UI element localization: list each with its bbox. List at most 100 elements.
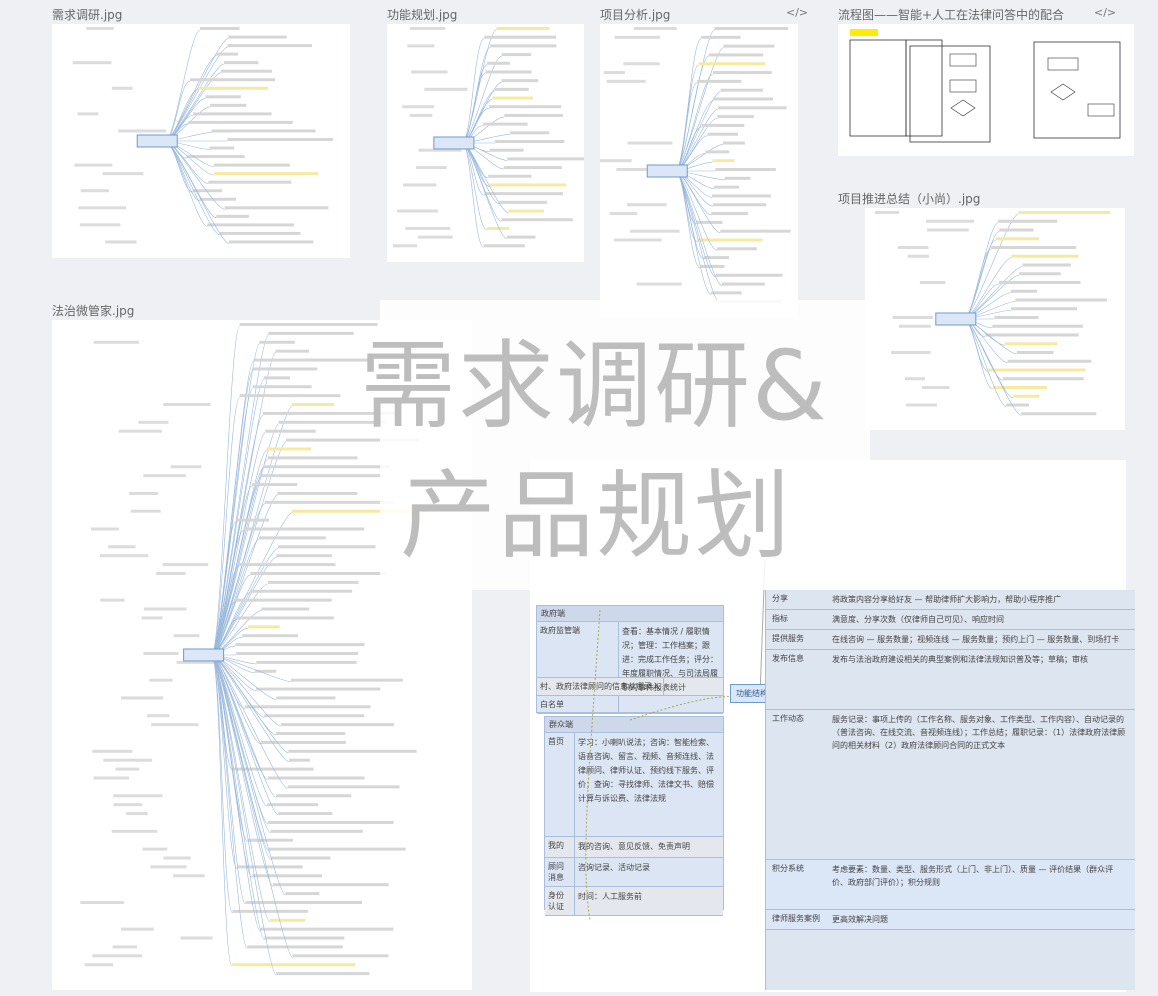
card-title-flowchart[interactable]: 流程图——智能+人工在法律问答中的配合 (838, 8, 1065, 22)
branch-node (1011, 254, 1079, 258)
branch-node (508, 209, 544, 213)
branch-line (165, 140, 217, 219)
branch-node (291, 403, 335, 407)
branch-node (270, 829, 363, 833)
mindmap-thumbnail-research[interactable] (52, 24, 350, 258)
branch-node (262, 411, 396, 415)
branch-node (710, 291, 742, 295)
branch-node (118, 429, 162, 433)
mindmap-thumbnail-project-analysis[interactable] (600, 24, 798, 318)
code-view-icon[interactable]: </> (786, 6, 809, 19)
public-panel: 群众端 首页学习：小喇叭说法；咨询：智能检索、语音咨询、留言、视频、音频连线、法… (544, 716, 724, 916)
branch-node (232, 963, 356, 967)
branch-node (1007, 359, 1092, 363)
branch-node (707, 132, 738, 136)
branch-node (922, 386, 950, 389)
branch-node (77, 112, 99, 116)
branch-node (721, 282, 765, 286)
card-title-function-plan[interactable]: 功能规划.jpg (387, 8, 458, 22)
branch-node (616, 168, 651, 171)
mindmap-thumbnail-progress-summary[interactable] (865, 208, 1125, 430)
branch-node (149, 678, 173, 682)
branch-node (143, 607, 187, 611)
branch-node (636, 282, 682, 286)
branch-line (211, 654, 279, 816)
branch-node (418, 148, 462, 152)
branch-node (232, 909, 308, 913)
branch-node (216, 52, 239, 56)
flowchart-diagram (849, 29, 1121, 143)
branch-node (102, 172, 144, 176)
branch-node (237, 865, 303, 869)
branch-node (130, 509, 161, 513)
branch-node (712, 203, 767, 207)
card-title-research[interactable]: 需求调研.jpg (52, 8, 123, 22)
gov-panel: 政府端 政府监管端查看：基本情况 / 履职情况；管理：工作档案；跟进：完成工作任… (536, 605, 724, 714)
branch-node (998, 219, 1058, 223)
branch-node (208, 180, 292, 184)
branch-node (243, 527, 365, 531)
branch-node (138, 420, 169, 424)
branch-node (627, 141, 673, 145)
card-title-progress-summary[interactable]: 项目推进总结（小尚）.jpg (838, 192, 981, 206)
branch-node (162, 563, 209, 567)
branch-node (402, 105, 435, 109)
code-view-icon[interactable]: </> (1094, 6, 1117, 19)
branch-node (712, 159, 735, 163)
branch-node (263, 465, 390, 469)
branch-node (247, 838, 293, 842)
card-title-legal-assistant[interactable]: 法治微管家.jpg (52, 304, 135, 318)
branch-node (92, 749, 133, 753)
branch-node (495, 87, 529, 91)
branch-node (415, 166, 447, 170)
card-title-project-analysis[interactable]: 项目分析.jpg (600, 8, 671, 22)
branch-node (603, 71, 625, 75)
row-key: 顾问消息 (545, 858, 575, 886)
row-key: 首页 (545, 733, 575, 836)
branch-node (485, 70, 532, 74)
branch-node (100, 598, 125, 602)
mindmap-thumbnail-function-plan[interactable] (387, 24, 584, 262)
branch-node (239, 323, 378, 326)
section-value: 考虑要素：数量、类型、服务形式（上门、非上门）、质量 — 评价结果（群众评价、政… (832, 865, 1114, 887)
branch-line (674, 29, 715, 172)
branch-node (1010, 307, 1078, 311)
branch-node (499, 200, 547, 204)
branch-node (701, 123, 745, 127)
branch-node (606, 79, 646, 83)
branch-node (209, 146, 235, 150)
lawyer-section: 律师服务案例更高效解决问题 (766, 910, 1135, 930)
branch-node (275, 349, 310, 353)
branch-node (251, 874, 323, 878)
branch-node (278, 812, 333, 816)
branch-node (711, 212, 749, 216)
branch-node (151, 723, 199, 727)
branch-line (674, 170, 712, 295)
branch-node (276, 696, 336, 700)
branch-node (904, 377, 926, 381)
branch-node (488, 174, 532, 178)
branch-node (259, 536, 326, 540)
row-value: 时间：人工服务前 (578, 892, 642, 901)
branch-node (111, 86, 133, 90)
branch-node (711, 194, 771, 198)
section-value: 满意度、分享次数（仅律师自己可见）、响应时间 (832, 615, 1004, 624)
section-key: 发布信息 (772, 654, 804, 663)
branch-node (715, 273, 783, 277)
branch-node (213, 163, 290, 167)
branch-node (285, 892, 320, 896)
branch-node (260, 740, 346, 744)
branch-node (192, 189, 223, 193)
section-value: 发布与法治政府建设相关的典型案例和法律法规知识普及等；草稿；审核 (832, 655, 1088, 664)
branch-node (613, 238, 662, 242)
branch-node (697, 238, 763, 242)
branch-node (252, 385, 312, 389)
lawyer-section: 积分系统考虑要素：数量、类型、服务形式（上门、非上门）、质量 — 评价结果（群众… (766, 860, 1135, 910)
branch-node (1021, 412, 1097, 416)
flowchart-thumbnail[interactable] (838, 24, 1134, 156)
branch-node (268, 847, 406, 851)
branch-node (925, 219, 975, 223)
branch-line (675, 91, 721, 172)
branch-line (211, 370, 254, 656)
branch-node (233, 767, 314, 771)
